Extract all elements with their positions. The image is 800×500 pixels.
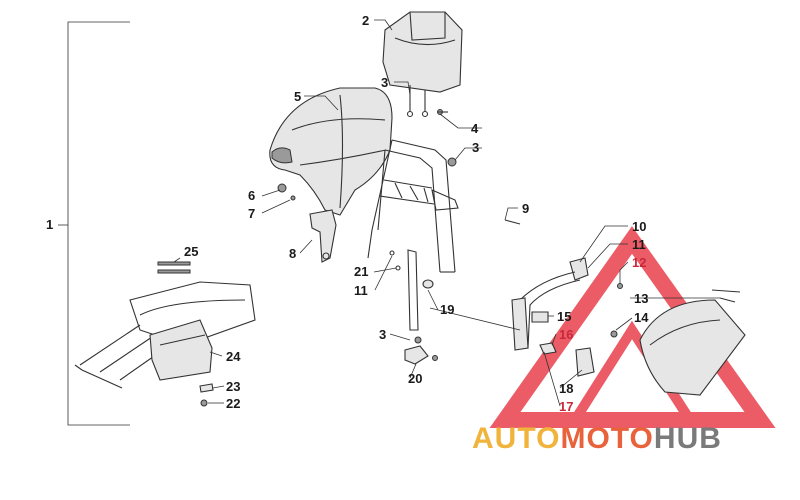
part-backrest-pad xyxy=(382,11,463,118)
callout-20: 20 xyxy=(408,371,422,386)
leader-lines xyxy=(173,19,720,407)
callout-18: 18 xyxy=(559,381,573,396)
callout-13: 13 xyxy=(634,291,648,306)
callout-10: 10 xyxy=(632,219,646,234)
callout-2: 2 xyxy=(362,13,369,28)
callout-8: 8 xyxy=(289,246,296,261)
callout-19: 19 xyxy=(440,302,454,317)
part-backrest-frame xyxy=(367,139,459,331)
callout-22: 22 xyxy=(226,396,240,411)
callout-11-right: 11 xyxy=(632,237,646,252)
callout-3-top: 3 xyxy=(381,75,388,90)
callout-25: 25 xyxy=(184,244,198,259)
callout-14: 14 xyxy=(634,310,649,325)
part-seat-cushion xyxy=(269,87,393,216)
part-side-cover xyxy=(639,289,746,396)
part-seat-bracket xyxy=(309,209,337,263)
callout-3-mid: 3 xyxy=(472,140,479,155)
part-armrest-handle xyxy=(511,257,623,377)
callout-15: 15 xyxy=(557,309,571,324)
callout-1: 1 xyxy=(46,217,53,232)
callout-5: 5 xyxy=(294,89,301,104)
callout-labels: 1 2 3 4 5 3 6 7 8 9 10 11 12 13 14 15 16… xyxy=(46,13,649,414)
callout-12: 12 xyxy=(632,255,646,270)
callout-7: 7 xyxy=(248,206,255,221)
callout-9: 9 xyxy=(522,201,529,216)
callout-11-left: 11 xyxy=(354,283,368,298)
watermark-logo: AUTOMOTOHUB xyxy=(472,422,722,455)
callout-21: 21 xyxy=(354,264,368,279)
hardware-bolts xyxy=(199,109,521,407)
bracket-item-1 xyxy=(58,21,130,426)
part-luggage-tray xyxy=(74,281,256,389)
callout-17: 17 xyxy=(559,399,573,414)
callout-3-bottom: 3 xyxy=(379,327,386,342)
callout-4: 4 xyxy=(471,121,479,136)
callout-24: 24 xyxy=(226,349,241,364)
watermark-hub: HUB xyxy=(654,422,722,455)
watermark-moto: MOTO xyxy=(560,422,653,455)
callout-6: 6 xyxy=(248,188,255,203)
watermark-auto: AUTO xyxy=(472,422,560,455)
callout-23: 23 xyxy=(226,379,240,394)
part-strap xyxy=(157,261,191,274)
callout-16: 16 xyxy=(559,327,573,342)
svg-text:AUTOMOTOHUB: AUTOMOTOHUB xyxy=(472,422,722,455)
